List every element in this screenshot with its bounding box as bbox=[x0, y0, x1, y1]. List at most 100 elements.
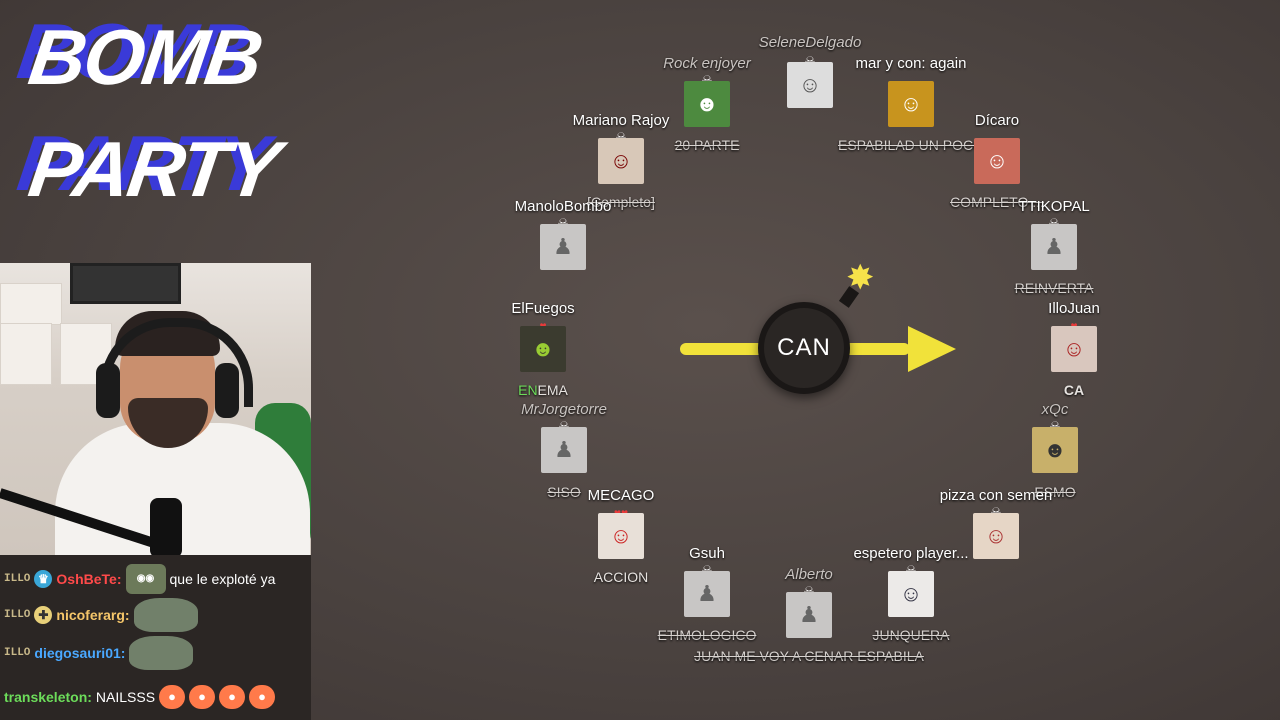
logo-party: PARTY PARTY bbox=[13, 119, 284, 213]
player-name: Rock enjoyer bbox=[663, 55, 751, 72]
player-name: xQc bbox=[1041, 401, 1069, 418]
player-ttikopal: TTIKOPAL ☠ ♟ REINVERTA bbox=[1015, 198, 1094, 296]
player-word: CA bbox=[1063, 382, 1085, 398]
chat-username[interactable]: transkeleton: bbox=[4, 689, 92, 705]
skull-icon: ☠ bbox=[990, 505, 1002, 521]
chat-text: NAILSSS bbox=[95, 689, 156, 705]
shelf bbox=[60, 323, 112, 385]
player-name: TTIKOPAL bbox=[1018, 198, 1090, 215]
chat-message: ILLO ♛ OshBeTe: ◉◉ que le exploté ya bbox=[4, 561, 275, 597]
player-word: COMPLETO ... bbox=[950, 194, 1044, 210]
face-icon: ☺ bbox=[974, 138, 1020, 184]
skull-icon: ☠ bbox=[1048, 216, 1060, 232]
player-name: espetero player... bbox=[853, 545, 969, 562]
subscriber-badge-icon: ILLO bbox=[4, 573, 31, 585]
logo-bomb: BOMB BOMB bbox=[13, 7, 267, 101]
face-icon: ☺ bbox=[973, 513, 1019, 559]
chat-text: que le exploté ya bbox=[169, 571, 276, 587]
skull-icon: ☠ bbox=[615, 130, 627, 146]
streamer-webcam bbox=[0, 263, 311, 555]
player-name: ElFuegos bbox=[511, 300, 575, 317]
word-rest: EMA bbox=[537, 382, 568, 398]
player-name: Dícaro bbox=[974, 112, 1020, 129]
subscriber-badge-icon: ILLO bbox=[4, 609, 31, 621]
player-name: IlloJuan bbox=[1048, 300, 1100, 317]
player-pizza: pizza con semen ☠ ☺ bbox=[940, 487, 1052, 559]
player-mar: mar y con: again ☺ ESPABILAD UN POCO bbox=[838, 55, 984, 153]
player-word: JUNQUERA bbox=[872, 627, 950, 643]
silhouette-icon: ♟ bbox=[684, 571, 730, 617]
face-icon: ☺ bbox=[888, 81, 934, 127]
player-word: JUAN ME VOY A CENAR ESPABILA bbox=[694, 648, 924, 664]
logo-text-party: PARTY bbox=[23, 125, 284, 213]
player-word: ESPABILAD UN POCO bbox=[837, 137, 985, 153]
word-typed: EN bbox=[518, 382, 538, 398]
silhouette-icon: ♟ bbox=[541, 427, 587, 473]
player-name: MrJorgetorre bbox=[521, 401, 607, 418]
player-xqc: xQc ☠ ☻ ESMO bbox=[1032, 401, 1078, 500]
player-name: MECAGO bbox=[587, 487, 655, 504]
silhouette-icon: ♟ bbox=[540, 224, 586, 270]
spark-icon: ✸ bbox=[846, 259, 875, 297]
skull-icon: ☠ bbox=[905, 563, 917, 579]
player-word: REINVERTA bbox=[1014, 280, 1094, 296]
bomb-icon: CAN bbox=[758, 302, 850, 394]
bomb-syllable: CAN bbox=[777, 334, 831, 361]
chat-username[interactable]: diegosauri01: bbox=[34, 645, 126, 661]
sushi-emote-icon: ● bbox=[159, 685, 186, 709]
player-word: ETIMOLOGICO bbox=[657, 627, 757, 643]
player-word: ENEMA bbox=[518, 382, 568, 398]
shelf bbox=[0, 323, 52, 385]
chat-username[interactable]: OshBeTe: bbox=[56, 571, 122, 587]
player-espetero: espetero player... ☠ ☺ JUNQUERA bbox=[853, 545, 968, 643]
player-alberto: Alberto ☠ ♟ JUAN ME VOY A CENAR ESPABILA bbox=[694, 566, 924, 664]
chat-username[interactable]: nicoferarg: bbox=[56, 607, 130, 623]
chat-message: ILLO diegosauri01: bbox=[4, 635, 194, 671]
headset-cup-right bbox=[215, 363, 239, 418]
wall-poster bbox=[70, 263, 181, 304]
headset-cup-left bbox=[96, 363, 120, 418]
player-word: SISO bbox=[547, 484, 581, 500]
microphone-icon bbox=[150, 498, 182, 555]
shelf bbox=[0, 283, 62, 325]
skull-icon: ☠ bbox=[701, 563, 713, 579]
player-manolo: ManoloBombo ☠ ♟ bbox=[515, 198, 611, 270]
silhouette-icon: ♟ bbox=[1031, 224, 1077, 270]
turtle-emote-icon bbox=[133, 598, 198, 632]
player-word: [Completo] bbox=[587, 194, 655, 210]
vip-badge-icon: ✚ bbox=[34, 606, 53, 624]
player-dicaro: Dícaro ☺ COMPLETO ... bbox=[950, 112, 1044, 210]
player-name: mar y con: again bbox=[855, 55, 967, 72]
chat-message: ILLO ✚ nicoferarg: bbox=[4, 597, 198, 633]
skull-icon: ☠ bbox=[558, 419, 570, 435]
player-illojuan: IlloJuan ♥ ☺ CA bbox=[1048, 300, 1100, 398]
chat-panel: ILLO ♛ OshBeTe: ◉◉ que le exploté ya ILL… bbox=[0, 555, 311, 720]
turn-arrow-head-icon bbox=[908, 326, 956, 372]
face-icon: ☺ bbox=[598, 513, 644, 559]
player-name: Gsuh bbox=[689, 545, 725, 562]
frog-icon: ☻ bbox=[684, 81, 730, 127]
player-selene: SeleneDelgado ☠ ☺ bbox=[759, 34, 861, 108]
player-word: ESMO bbox=[1034, 484, 1076, 500]
player-name: SeleneDelgado bbox=[758, 34, 862, 51]
spongebob-emote-icon: ◉◉ bbox=[125, 564, 166, 594]
player-name: Mariano Rajoy bbox=[572, 112, 670, 129]
skull-icon: ☠ bbox=[1049, 419, 1061, 435]
sushi-emote-icon: ● bbox=[249, 685, 276, 709]
turtle-emote-icon bbox=[129, 636, 194, 670]
logo-text-bomb: BOMB bbox=[23, 13, 267, 101]
face-icon: ☻ bbox=[520, 326, 566, 372]
face-icon: ☻ bbox=[1032, 427, 1078, 473]
face-icon: ☺ bbox=[787, 62, 833, 108]
skull-icon: ☠ bbox=[803, 584, 815, 600]
player-mrjorge: MrJorgetorre ☠ ♟ SISO bbox=[521, 401, 607, 500]
player-rock-enjoyer: Rock enjoyer ☠ ☻ 20 PARTE bbox=[663, 55, 751, 153]
skull-icon: ☠ bbox=[557, 216, 569, 232]
silhouette-icon: ♟ bbox=[786, 592, 832, 638]
subscriber-badge-icon: ILLO bbox=[4, 647, 31, 659]
player-name: ManoloBombo bbox=[514, 198, 612, 215]
player-gsuh: Gsuh ☠ ♟ ETIMOLOGICO bbox=[658, 545, 757, 643]
chat-message: transkeleton: NAILSSS ● ● ● ● bbox=[4, 679, 276, 715]
headset-icon bbox=[100, 318, 253, 407]
